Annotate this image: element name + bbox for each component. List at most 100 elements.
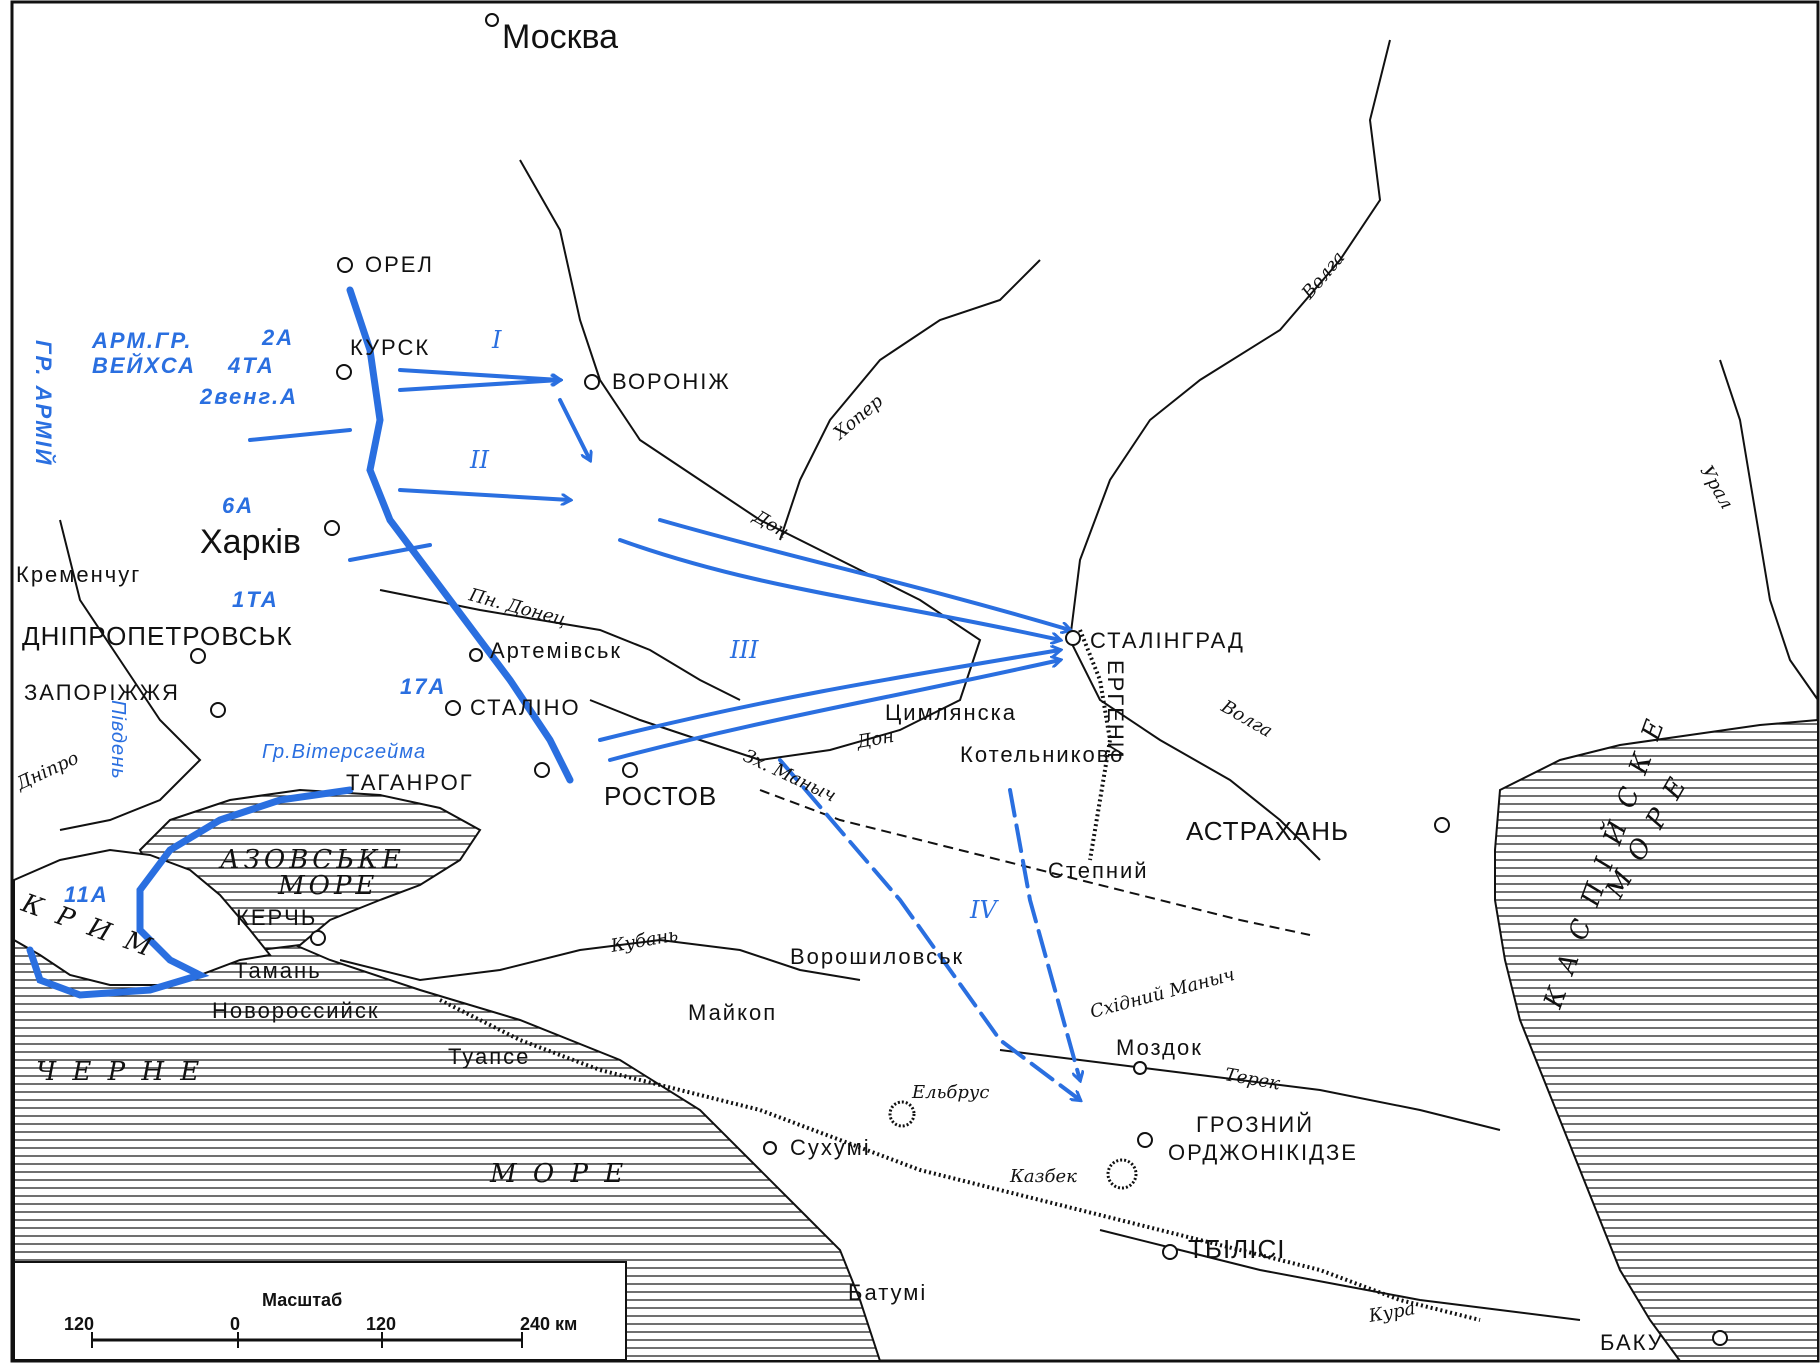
city-marker-kerch: [310, 930, 326, 946]
label-stalino: СТАЛІНО: [470, 695, 581, 720]
arrow-west-2: [348, 543, 432, 562]
arrow-stalingrad-4: [598, 650, 1060, 742]
city-marker-mozdok: [1133, 1061, 1147, 1075]
label-6a: 6А: [222, 493, 254, 518]
label-river-don-north: Дон: [749, 506, 793, 543]
label-phase-2: II: [469, 446, 489, 474]
label-river-ural: Урал: [1696, 462, 1738, 513]
caucasus-ridge: [439, 998, 1481, 1322]
label-tsimlyanska: Цимлянска: [885, 700, 1017, 725]
city-marker-tbilisi: [1162, 1244, 1178, 1260]
label-zaporizhzhia: ЗАПОРІЖЖЯ: [24, 680, 180, 705]
label-river-don-south: Дон: [854, 726, 895, 753]
label-river-terek: Терек: [1223, 1064, 1282, 1094]
label-mountain-kazbek: Казбек: [1009, 1166, 1077, 1187]
don-river: [519, 159, 982, 762]
label-kotelnikovo: Котельниково: [960, 742, 1124, 767]
city-markers: [190, 13, 1728, 1346]
city-marker-sukhumi: [763, 1141, 777, 1155]
arrow-stalingrad-3: [608, 660, 1060, 762]
mountain-marker-elbrus: [888, 1100, 916, 1128]
label-mountain-ergeni: ЕРГЕНИ: [1103, 660, 1128, 760]
mountain-marker-kazbek: [1106, 1158, 1138, 1190]
label-1ta: 1ТА: [232, 587, 279, 612]
label-south: Південь: [107, 700, 129, 780]
label-kremenchug: Кременчуг: [16, 562, 141, 587]
label-baku: БАКУ: [1600, 1330, 1664, 1355]
label-sukhumi: Сухумі: [790, 1135, 871, 1160]
city-marker-orel: [337, 257, 353, 273]
manych-river: [759, 789, 1311, 936]
label-voroshylovsk: Ворошиловськ: [790, 944, 964, 969]
label-orel: ОРЕЛ: [365, 252, 434, 277]
scale-title: Масштаб: [262, 1290, 342, 1310]
front-lines: [26, 286, 574, 999]
label-kharkiv: Харків: [200, 523, 301, 561]
label-astrakhan: АСТРАХАНЬ: [1186, 816, 1349, 846]
volga-river: [1068, 39, 1391, 861]
front-line-main: [346, 286, 574, 784]
label-river-khoper: Хопер: [828, 391, 887, 446]
scale-label-120-left: 120: [64, 1314, 94, 1334]
label-taman: Тамань: [234, 958, 322, 983]
scale-label-240: 240 км: [520, 1314, 577, 1334]
label-phase-4: IV: [969, 896, 999, 924]
arrow-stalingrad-1: [618, 538, 1060, 640]
arrow-west-1: [248, 428, 352, 442]
label-17a: 17А: [400, 674, 446, 699]
label-2a: 2А: [261, 325, 294, 350]
city-marker-baku: [1712, 1330, 1728, 1346]
city-marker-rostov: [622, 762, 638, 778]
label-artemivsk: Артемівськ: [490, 638, 622, 663]
terek-river: [999, 1049, 1501, 1131]
label-kursk: КУРСК: [350, 335, 430, 360]
city-marker-kharkiv: [324, 520, 340, 536]
donets-river: [379, 589, 741, 701]
city-marker-dnipropetrovsk: [190, 648, 206, 664]
arrow-phase2-1: [558, 398, 590, 460]
label-tuapse: Туапсе: [448, 1044, 530, 1069]
khoper-river: [779, 259, 1041, 541]
arrow-caucasus-2: [1008, 788, 1080, 1080]
label-2hung: 2венг.А: [199, 384, 298, 409]
label-11a: 11А: [64, 882, 109, 907]
city-marker-grozny: [1137, 1132, 1153, 1148]
city-marker-taganrog: [534, 762, 550, 778]
label-phase-3: III: [729, 636, 759, 664]
label-mozdok: Моздок: [1116, 1035, 1203, 1060]
arrow-caucasus-1: [778, 758, 1080, 1100]
kuban-river: [339, 938, 861, 982]
city-marker-stalino: [445, 700, 461, 716]
label-river-volga-south: Волга: [1217, 696, 1276, 742]
city-marker-kursk: [336, 364, 352, 380]
label-army-group-weichs-1: АРМ.ГР.: [91, 328, 193, 353]
label-river-dnipro: Дніпро: [12, 747, 82, 795]
dnipro-river: [59, 519, 202, 831]
scale-label-0: 0: [230, 1314, 240, 1334]
label-voronezh: ВОРОНІЖ: [612, 369, 731, 394]
arrow-phase2-2: [398, 488, 570, 500]
label-maykop: Майкоп: [688, 1000, 777, 1025]
city-marker-artemivsk: [469, 648, 483, 662]
city-marker-astrakhan: [1434, 817, 1450, 833]
scale-frame: [13, 1261, 627, 1361]
label-sea-black-2: М О Р Е: [489, 1159, 627, 1189]
label-stalingrad: СТАЛІНГРАД: [1090, 628, 1245, 653]
offensive-arrows: [248, 368, 1080, 1100]
label-ordzhonikidze: ОРДЖОНІКІДЗЕ: [1168, 1140, 1358, 1165]
label-river-manych-west: Зх. Маныч: [740, 745, 839, 806]
arrow-stalingrad-2: [658, 518, 1070, 630]
front-line-crimea: [26, 786, 354, 999]
label-novorossiysk: Новороссийск: [212, 998, 379, 1023]
label-army-group-a: ГР. АРМІЙ: [31, 340, 57, 466]
label-phase-1: I: [491, 326, 502, 354]
label-sea-azov-1: АЗОВСЬКЕ: [218, 845, 405, 875]
scale-label-120-right: 120: [366, 1314, 396, 1334]
map-frame: [10, 0, 1820, 1363]
label-army-group-weichs-2: ВЕЙХСА: [92, 352, 196, 378]
label-dnipropetrovsk: ДНІПРОПЕТРОВСЬК: [22, 621, 293, 651]
label-sea-azov-2: МОРЕ: [277, 871, 378, 901]
label-tbilisi: ТБІЛІСІ: [1188, 1234, 1285, 1264]
arrow-voronezh-1: [398, 368, 560, 380]
